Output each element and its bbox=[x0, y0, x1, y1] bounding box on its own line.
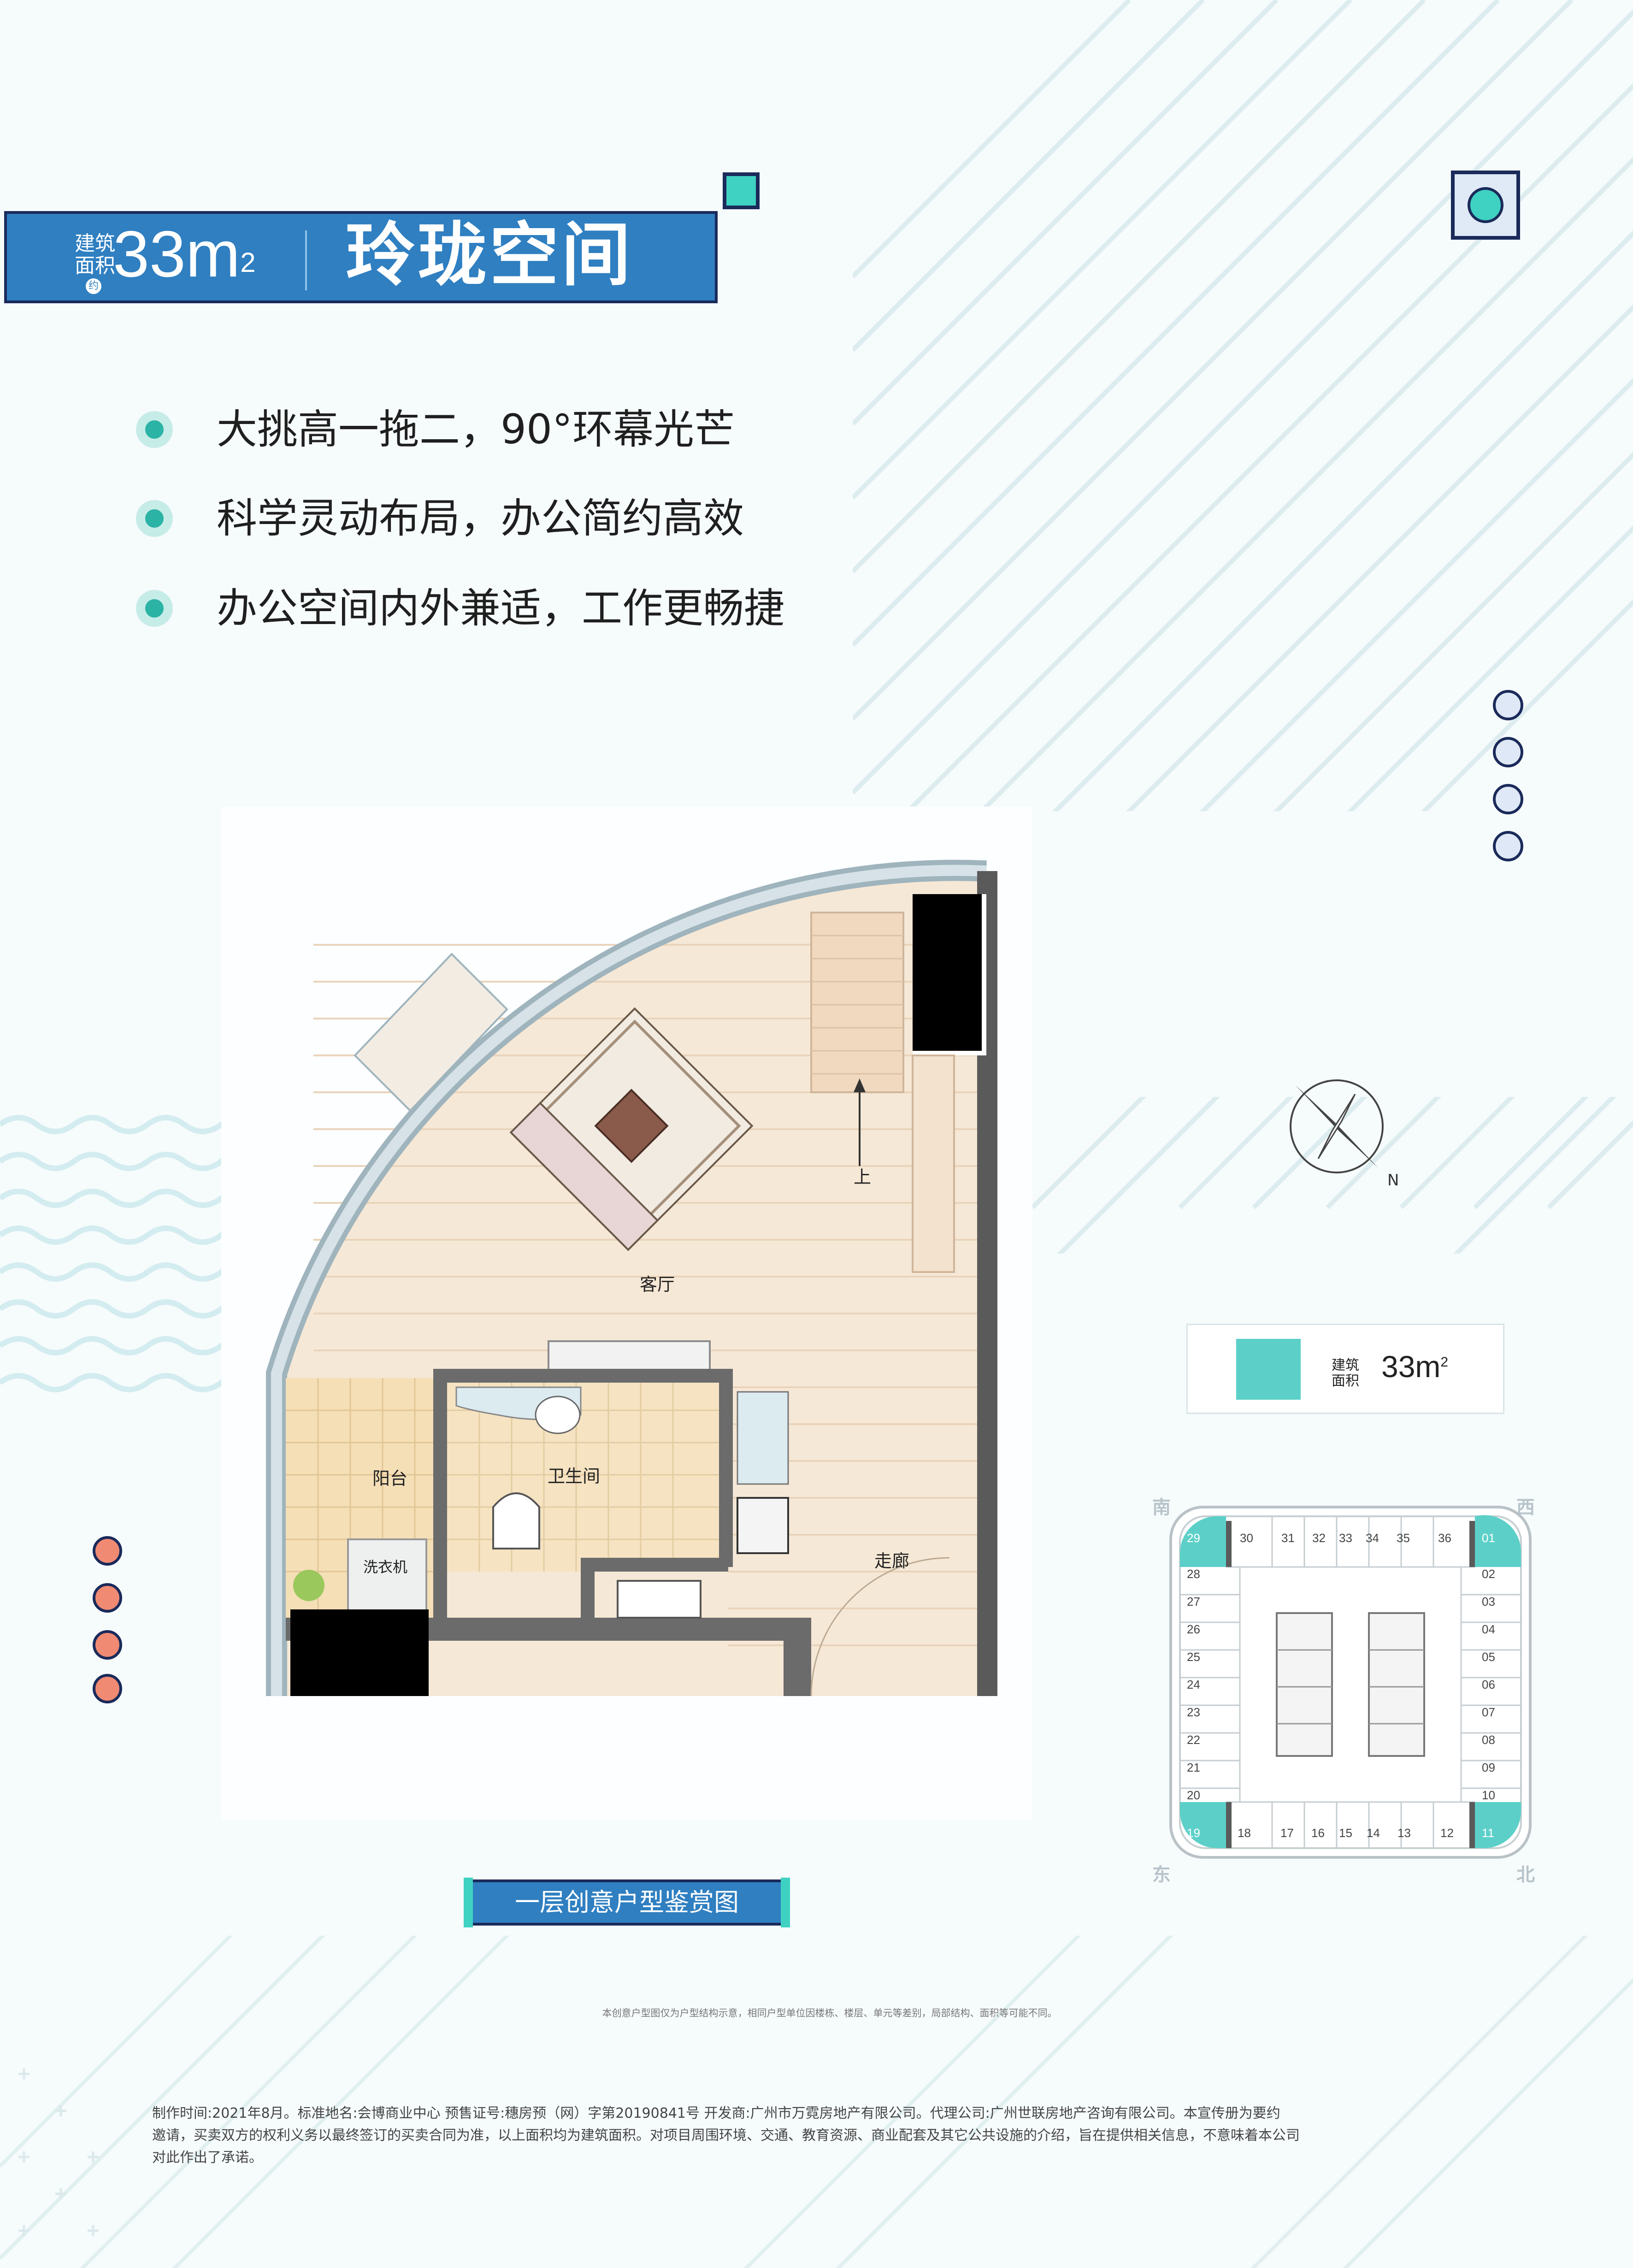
keyplan-unit-number: 16 bbox=[1311, 1826, 1325, 1840]
compass-north-label: N bbox=[1387, 1171, 1399, 1190]
keyplan-unit-number: 23 bbox=[1187, 1705, 1200, 1719]
footer-line: 制作时间:2021年8月。标准地名:会博商业中心 预售证号:穗房预（网）字第20… bbox=[152, 2105, 1280, 2121]
keyplan-unit-number: 05 bbox=[1482, 1650, 1495, 1664]
area-value: 33m2 bbox=[113, 218, 256, 291]
room-label-up: 上 bbox=[854, 1167, 872, 1187]
keyplan-unit-number: 06 bbox=[1482, 1678, 1495, 1691]
keyplan-unit-number: 29 bbox=[1187, 1531, 1200, 1545]
area-label-line1: 建筑 bbox=[75, 232, 115, 255]
footer-legal: 制作时间:2021年8月。标准地名:会博商业中心 预售证号:穗房预（网）字第20… bbox=[152, 2103, 1489, 2169]
disclaimer-note: 本创意户型图仅为户型结构示意，相同户型单位因楼栋、楼层、单元等差别，局部结构、面… bbox=[602, 2008, 1057, 2019]
feature-item: 大挑高一拖二，90°环幕光芒 bbox=[217, 406, 735, 453]
keyplan-unit-number: 24 bbox=[1187, 1678, 1200, 1691]
keyplan-unit-number: 30 bbox=[1240, 1531, 1253, 1545]
room-label-corridor: 走廊 bbox=[874, 1551, 910, 1571]
keyplan-unit-number: 19 bbox=[1187, 1826, 1200, 1840]
area-legend: 建筑 面积 33m2 bbox=[1186, 1324, 1504, 1414]
legend-label-line1: 建筑 bbox=[1332, 1357, 1359, 1373]
legend-value: 33m2 bbox=[1381, 1349, 1449, 1384]
keyplan-unit-number: 25 bbox=[1187, 1650, 1200, 1664]
keyplan-unit-number: 10 bbox=[1482, 1788, 1495, 1802]
keyplan-unit-number: 22 bbox=[1187, 1733, 1200, 1747]
keyplan-unit-number: 12 bbox=[1440, 1826, 1454, 1840]
room-label-bathroom: 卫生间 bbox=[548, 1466, 601, 1486]
keyplan-unit-number: 08 bbox=[1482, 1733, 1495, 1747]
keyplan-unit-number: 11 bbox=[1482, 1826, 1494, 1840]
keyplan-unit-number: 27 bbox=[1187, 1595, 1200, 1608]
feature-bullet-icon bbox=[136, 590, 173, 627]
compass-icon bbox=[1290, 1079, 1384, 1173]
footer-line: 对此作出了承诺。 bbox=[152, 2150, 263, 2166]
room-label-balcony: 阳台 bbox=[372, 1468, 408, 1489]
feature-item: 办公空间内外兼适，工作更畅捷 bbox=[217, 584, 785, 632]
keyplan-north: 北 bbox=[1516, 1864, 1535, 1885]
keyplan-unit-number: 07 bbox=[1482, 1705, 1495, 1719]
keyplan-south: 南 bbox=[1152, 1497, 1171, 1518]
keyplan-unit-number: 32 bbox=[1312, 1531, 1326, 1545]
unit-name: 玲珑空间 bbox=[346, 215, 634, 295]
room-label-washer: 洗衣机 bbox=[363, 1558, 408, 1576]
floorplan-caption: 一层创意户型鉴赏图 bbox=[470, 1879, 784, 1926]
feature-item: 科学灵动布局，办公简约高效 bbox=[217, 495, 744, 542]
title-banner bbox=[4, 211, 718, 303]
footer-line: 邀请，买卖双方的权利义务以最终签订的买卖合同为准，以上面积均为建筑面积。对项目周… bbox=[152, 2127, 1300, 2144]
keyplan-unit-number: 26 bbox=[1187, 1622, 1200, 1636]
keyplan-unit-number: 17 bbox=[1280, 1826, 1294, 1840]
keyplan-unit-number: 02 bbox=[1482, 1567, 1495, 1581]
keyplan-unit-number: 21 bbox=[1187, 1761, 1200, 1774]
keyplan-unit-number: 01 bbox=[1482, 1531, 1495, 1545]
feature-bullet-icon bbox=[136, 500, 173, 537]
title-divider bbox=[305, 230, 307, 290]
caption-accent-right bbox=[781, 1878, 790, 1927]
keyplan-west: 西 bbox=[1516, 1497, 1535, 1518]
keyplan-unit-number: 35 bbox=[1397, 1531, 1410, 1545]
keyplan-unit-number: 13 bbox=[1397, 1826, 1411, 1840]
area-label-line2: 面积 bbox=[75, 254, 115, 277]
area-approx-mark: 约 bbox=[86, 278, 101, 294]
keyplan-unit-number: 31 bbox=[1281, 1531, 1295, 1545]
keyplan-unit-number: 14 bbox=[1367, 1826, 1380, 1840]
keyplan-unit-number: 09 bbox=[1482, 1761, 1495, 1774]
caption-accent-left bbox=[464, 1878, 473, 1927]
keyplan-unit-number: 34 bbox=[1366, 1531, 1379, 1545]
keyplan-unit-number: 36 bbox=[1438, 1531, 1451, 1545]
keyplan-unit-number: 15 bbox=[1339, 1826, 1352, 1840]
keyplan-unit-number: 04 bbox=[1482, 1622, 1495, 1636]
keyplan-east: 东 bbox=[1152, 1864, 1171, 1885]
room-label-living: 客厅 bbox=[640, 1274, 675, 1295]
floor-plan bbox=[221, 807, 1032, 1820]
feature-bullet-icon bbox=[136, 411, 173, 448]
keyplan-unit-number: 03 bbox=[1482, 1595, 1495, 1608]
keyplan-unit-number: 28 bbox=[1187, 1567, 1200, 1581]
legend-label-line2: 面积 bbox=[1332, 1373, 1359, 1389]
keyplan-unit-number: 20 bbox=[1187, 1788, 1200, 1802]
keyplan-unit-number: 18 bbox=[1238, 1826, 1251, 1840]
building-keyplan bbox=[1169, 1506, 1532, 1859]
legend-swatch bbox=[1236, 1339, 1301, 1400]
keyplan-unit-number: 33 bbox=[1339, 1531, 1352, 1545]
